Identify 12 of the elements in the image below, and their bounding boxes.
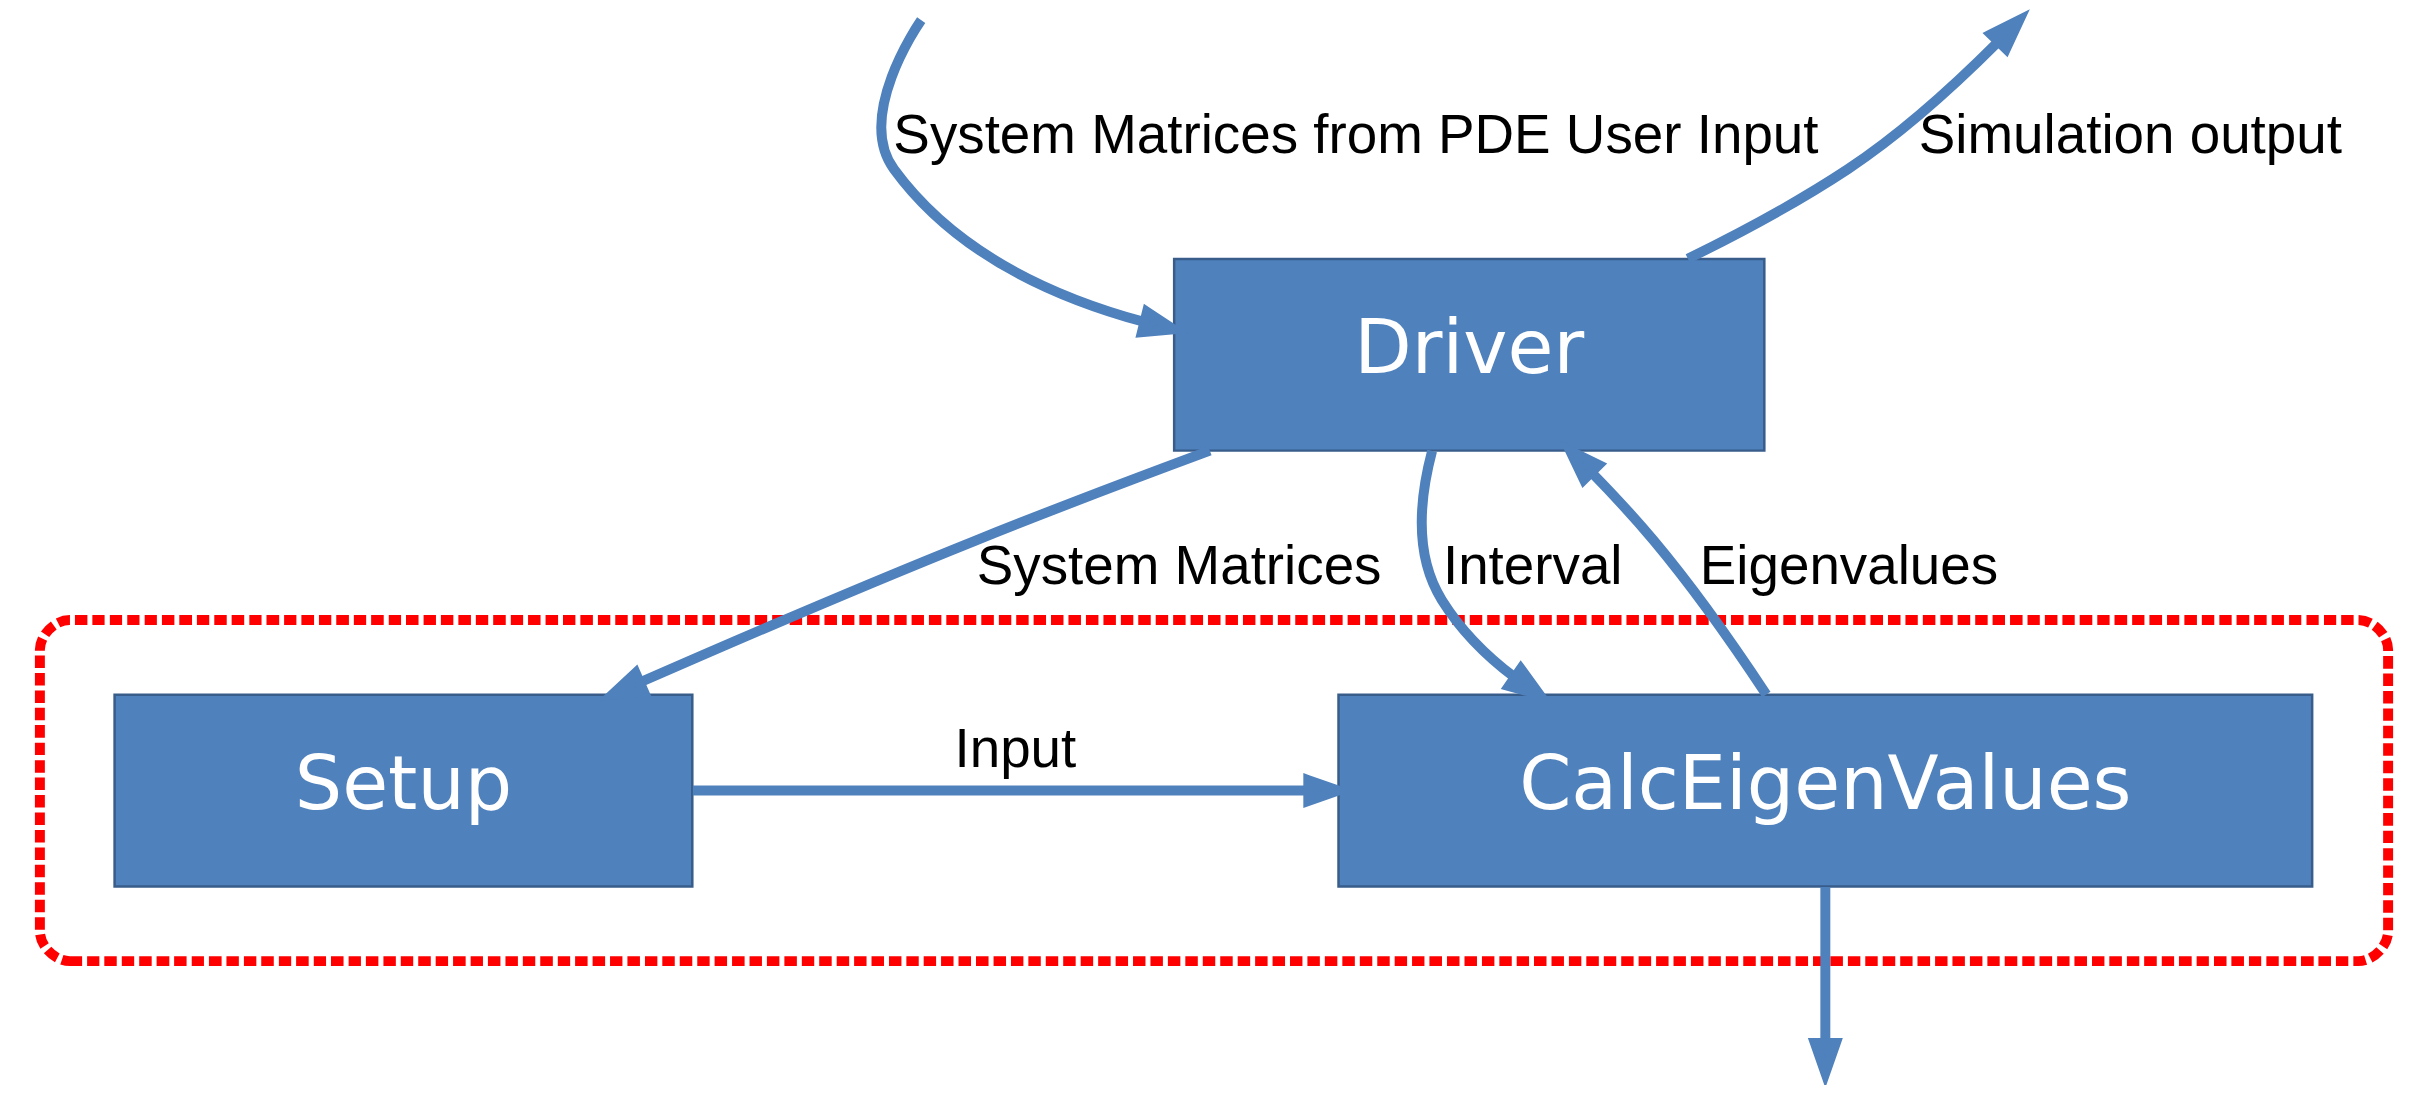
node-box: CalcEigenValues xyxy=(1337,693,2314,888)
edge-label: System Matrices xyxy=(976,534,1382,597)
node-box: Driver xyxy=(1172,257,1766,452)
arrow xyxy=(1685,9,2030,264)
edge-label: Simulation output xyxy=(1918,103,2342,166)
arrow xyxy=(1807,887,1843,1085)
edge-label: Input xyxy=(954,717,1077,780)
edge-label: Eigenvalues xyxy=(1699,534,1999,597)
edge-label: Interval xyxy=(1442,534,1623,597)
node-box: Setup xyxy=(113,693,694,888)
cluster xyxy=(34,615,2394,967)
edge-label: System Matrices from PDE User Input xyxy=(893,103,1819,166)
